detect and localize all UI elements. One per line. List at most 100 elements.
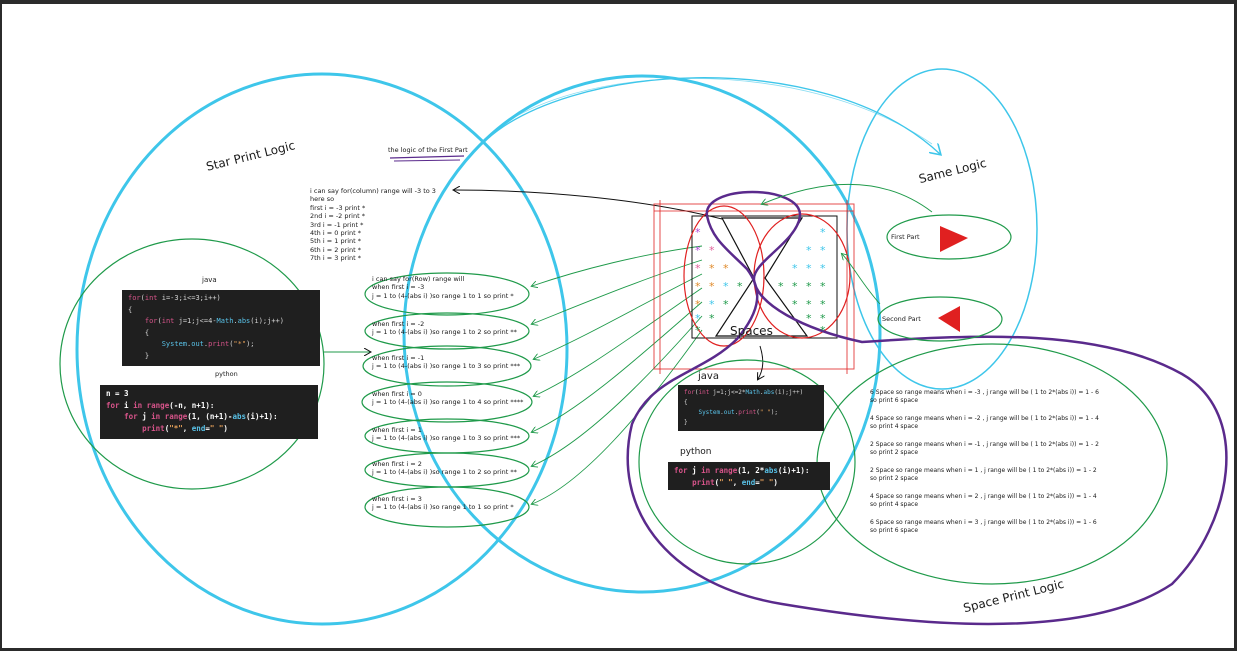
- space-notes: 6 Space so range means when i = -3 , j r…: [870, 389, 1099, 545]
- center-java-code-line: {: [684, 399, 688, 406]
- row-note-line: i can say for(Row) range will: [372, 275, 465, 283]
- space-note: 4 Space so range means when i = -2 , j r…: [870, 415, 1099, 431]
- left-python-code-line: print("*", end=" "): [142, 423, 228, 433]
- first-part-logic-title: the logic of the First Part: [388, 146, 468, 154]
- column-note-line: 6th i = 2 print *: [310, 245, 362, 254]
- code-ellipse-left: [59, 238, 325, 490]
- column-note-line: 3rd i = -1 print *: [310, 220, 364, 229]
- second-part-label: Second Part: [882, 315, 921, 323]
- left-java-code-line: for(int j=1;j<=4-Math.abs(i);j++): [144, 317, 284, 325]
- space-note-line: 6 Space so range means when i = -3 , j r…: [870, 389, 1099, 396]
- left-java-code-line: }: [128, 351, 150, 360]
- star-glyph: *: [695, 280, 701, 293]
- space-code-ellipse: [638, 359, 856, 565]
- row-note-line: j = 1 to (4-(abs i) )so range 1 to 2 so …: [372, 468, 517, 477]
- column-note-line: i can say for(column) range will -3 to 3: [310, 187, 436, 195]
- column-note-line: 4th i = 0 print *: [310, 229, 362, 238]
- space-note: 2 Space so range means when i = 1 , j ra…: [870, 467, 1099, 483]
- star-glyph: *: [709, 298, 715, 311]
- star-glyph: *: [709, 262, 715, 275]
- row-note-line: j = 1 to (4-(abs i) )so range 1 to 3 so …: [372, 434, 521, 443]
- center-java-code-line: }: [684, 419, 688, 426]
- row-note-line: when first i = 0: [372, 390, 422, 398]
- space-note: 6 Space so range means when i = -3 , j r…: [870, 389, 1099, 405]
- star-glyph: *: [695, 324, 701, 337]
- row-note-line: j = 1 to (4-(abs i) )so range 1 to 1 so …: [372, 503, 514, 512]
- row-note-line: j = 1 to (4-(abs i) )so range 1 to 1 so …: [372, 291, 514, 300]
- star-glyph: *: [806, 280, 812, 293]
- left-java-code-line: System.out.print("*");: [161, 340, 255, 348]
- second-part-triangle: [938, 306, 960, 332]
- space-note-line: so print 2 space: [870, 475, 919, 482]
- center-java-code-line: System.out.print(" ");: [698, 409, 778, 416]
- star-glyph: *: [792, 298, 798, 311]
- star-pattern: ********************************: [695, 226, 826, 337]
- column-note-line: here so: [310, 195, 335, 204]
- space-note-line: 6 Space so range means when i = 3 , j ra…: [870, 519, 1097, 526]
- star-glyph: *: [737, 280, 743, 293]
- curve-arrow-to-same-logic: [481, 77, 940, 154]
- star-logic-circle: [75, 72, 569, 626]
- space-note-line: 4 Space so range means when i = 2 , j ra…: [870, 493, 1097, 500]
- star-glyph: *: [806, 244, 812, 257]
- first-part-triangle: [940, 226, 968, 252]
- star-glyph: *: [723, 298, 729, 311]
- row-note-line: when first i = -1: [372, 354, 425, 362]
- star-glyph: *: [778, 280, 784, 293]
- row-note-line: when first i = 1: [372, 426, 422, 434]
- space-note-line: 2 Space so range means when i = 1 , j ra…: [870, 467, 1097, 474]
- row-note-line: when first i = -2: [372, 320, 425, 328]
- space-note: 4 Space so range means when i = 2 , j ra…: [870, 493, 1099, 509]
- pattern-frame: [653, 203, 855, 370]
- column-note-line: 7th i = 3 print *: [310, 254, 362, 263]
- space-note: 2 Space so range means when i = -1 , j r…: [870, 441, 1099, 457]
- center-java-code-line: for(int j=1;j<=2*Math.abs(i);j++): [684, 389, 804, 396]
- row-note-line: when first i = -3: [372, 283, 425, 292]
- star-glyph: *: [709, 312, 715, 325]
- row-note-line: j = 1 to (4-(abs i) )so range 1 to 4 so …: [372, 398, 524, 407]
- center-python-label: python: [680, 447, 712, 457]
- star-glyph: *: [792, 262, 798, 275]
- space-logic-outline: [626, 190, 1228, 626]
- row-note-line: when first i = 3: [372, 495, 422, 503]
- star-glyph: *: [695, 298, 701, 311]
- star-glyph: *: [709, 280, 715, 293]
- star-glyph: *: [820, 280, 826, 293]
- first-part-circle: [402, 74, 882, 594]
- left-java-code-line: {: [128, 328, 150, 337]
- star-glyph: *: [723, 280, 729, 293]
- star-glyph: *: [820, 298, 826, 311]
- row-note-line: when first i = 2: [372, 460, 422, 468]
- left-java-label: java: [202, 276, 217, 284]
- star-glyph: *: [806, 298, 812, 311]
- center-python-code-line: for j in range(1, 2*abs(i)+1):: [674, 466, 810, 475]
- star-glyph: *: [723, 262, 729, 275]
- left-python-label: python: [215, 370, 238, 378]
- star-glyph: *: [806, 312, 812, 325]
- column-notes: i can say for(column) range will -3 to 3…: [310, 187, 436, 263]
- star-glyph: *: [820, 324, 826, 337]
- space-note-line: 4 Space so range means when i = -2 , j r…: [870, 415, 1099, 422]
- center-java-label: java: [698, 371, 719, 382]
- first-part-label: First Part: [891, 233, 920, 241]
- spaces-label: Spaces: [730, 324, 773, 338]
- left-java-code: for(int i=-3;i<=3;i++) { for(int j=1;j<=4…: [122, 290, 320, 366]
- space-note-line: so print 4 space: [870, 423, 919, 430]
- left-java-code-line: for(int i=-3;i<=3;i++): [128, 294, 221, 302]
- left-java-code-line: {: [128, 305, 133, 314]
- center-java-code: for(int j=1;j<=2*Math.abs(i);j++) { Syste…: [678, 385, 824, 431]
- star-glyph: *: [820, 226, 826, 239]
- column-note-line: 2nd i = -2 print *: [310, 212, 365, 221]
- whiteboard-canvas[interactable]: ******************************** Star Pr…: [2, 4, 1234, 648]
- column-note-line: first i = -3 print *: [310, 203, 366, 212]
- center-python-code: for j in range(1, 2*abs(i)+1): print(" "…: [668, 462, 830, 490]
- star-glyph: *: [820, 262, 826, 275]
- left-python-code-line: for j in range(1, (n+1)-abs(i)+1):: [124, 412, 278, 421]
